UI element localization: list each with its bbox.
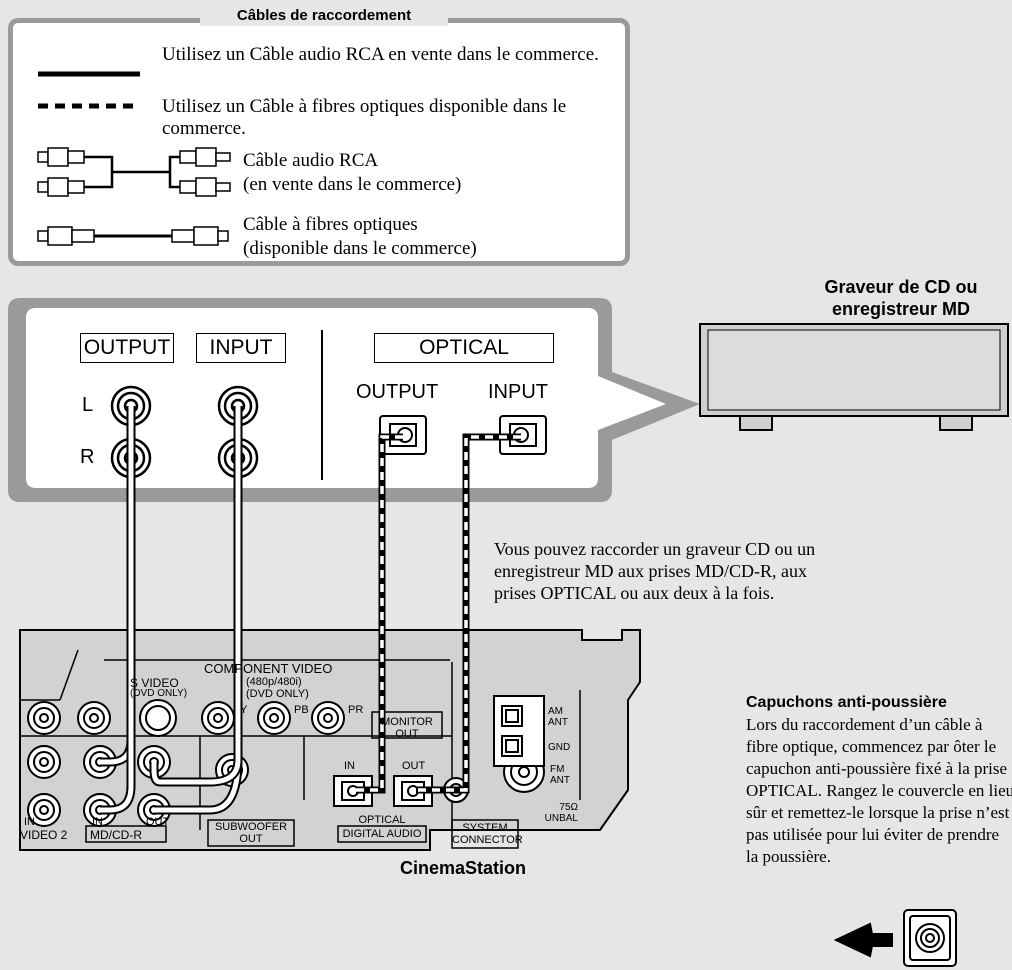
dust-line7: la poussière. (746, 847, 831, 866)
component-pb-jack (257, 701, 291, 735)
component-y-label: Y (240, 704, 248, 716)
note-line3: prises OPTICAL ou aux deux à la fois. (494, 583, 775, 603)
jack-r3-1 (27, 793, 61, 827)
component-pr-jack (311, 701, 345, 735)
dust-line5: sûr et remettez-le lorsque la prise n’es… (746, 803, 1010, 822)
am-ant-label: AM ANT (548, 706, 568, 728)
s-video-sub: (DVD ONLY) (130, 688, 188, 699)
recorder-title-line1: Graveur de CD ou (824, 277, 978, 297)
recorder-title: Graveur de CD ou enregistreur MD (790, 276, 1012, 320)
panel-r-label: R (80, 446, 95, 468)
panel-optical-label: OPTICAL (374, 333, 554, 363)
recorder-device (699, 323, 1009, 431)
jack-r1-2 (77, 701, 111, 735)
optical-cable-paths (356, 433, 521, 794)
legend-rca-sub: (en vente dans le commerce) (243, 174, 462, 195)
am-gnd-terminals (493, 695, 545, 767)
subwoofer-label: SUBWOOFER OUT (214, 821, 288, 845)
mdcdr-out-label: OUT (146, 816, 170, 828)
legend-optical-sub: (disponible dans le commerce) (243, 238, 477, 259)
dust-line3: capuchon anti-poussière fixé à la prise (746, 759, 1008, 778)
component-video-sub2: (DVD ONLY) (246, 688, 309, 700)
gnd-label: GND (548, 742, 571, 753)
mdcdr-in-label: IN (92, 816, 103, 828)
panel-output-label: OUTPUT (80, 333, 174, 363)
optical-digital-label: OPTICAL (358, 814, 406, 826)
component-y-jack (201, 701, 235, 735)
in1-label: IN (24, 816, 35, 828)
panel-input-label: INPUT (196, 333, 286, 363)
rca-cable-icon (37, 147, 231, 197)
dust-line6: pas utilisée pour lui éviter de prendre (746, 825, 1000, 844)
jack-r1-1 (27, 701, 61, 735)
unbal-label: 75Ω UNBAL (544, 802, 578, 824)
legend-dashed-text: Utilisez un Câble à fibres optiques disp… (162, 96, 567, 139)
legend-title: Câbles de raccordement (200, 6, 448, 26)
panel-optical-input: INPUT (488, 381, 548, 403)
connection-note: Vous pouvez raccorder un graveur CD ou u… (494, 538, 934, 604)
s-video-label: S VIDEO (130, 676, 179, 690)
component-pr-label: PR (348, 704, 364, 716)
rear-opt-out-label: OUT (402, 760, 426, 772)
recorder-title-line2: enregistreur MD (831, 299, 971, 319)
fm-ant-label: FM ANT (550, 764, 570, 786)
dust-caps-text: Lors du raccordement d’un câble à fibre … (746, 714, 1012, 868)
optical-cable-icon (37, 226, 229, 246)
rear-opt-in-label: IN (344, 760, 355, 772)
component-video-label: COMPONENT VIDEO (204, 661, 333, 676)
system-label: SYSTEM (462, 822, 508, 834)
dust-cap-icon (833, 909, 957, 967)
mdcdr-label: MD/CD-R (90, 828, 142, 842)
dust-line2: fibre optique, commencez par ôter le (746, 737, 997, 756)
rca-cable-paths (100, 406, 243, 815)
legend-solid-text: Utilisez un Câble audio RCA en vente dan… (162, 44, 599, 65)
note-line2: enregistreur MD aux prises MD/CD-R, aux (494, 561, 807, 581)
legend-rca-text: Câble audio RCA (243, 150, 379, 171)
dust-caps-title: Capuchons anti-poussière (746, 694, 947, 711)
note-line1: Vous pouvez raccorder un graveur CD ou u… (494, 539, 816, 559)
s-video-jack (139, 699, 177, 737)
panel-l-label: L (82, 394, 94, 416)
video2-label: VIDEO 2 (20, 828, 68, 842)
connector-label: CONNECTOR (452, 834, 523, 846)
component-pb-label: PB (294, 704, 309, 716)
dust-line4: OPTICAL. Rangez le couvercle en lieu (746, 781, 1012, 800)
jack-r2-1 (27, 745, 61, 779)
dust-line1: Lors du raccordement d’un câble à (746, 715, 983, 734)
digital-audio-label: DIGITAL AUDIO (342, 828, 422, 840)
component-video-sub: (480p/480i) (246, 676, 302, 688)
monitor-out-label: MONITOR OUT (381, 716, 433, 740)
panel-optical-output: OUTPUT (356, 381, 439, 403)
legend-optical-text: Câble à fibres optiques (243, 214, 418, 235)
cinemastation-name: CinemaStation (400, 858, 527, 878)
